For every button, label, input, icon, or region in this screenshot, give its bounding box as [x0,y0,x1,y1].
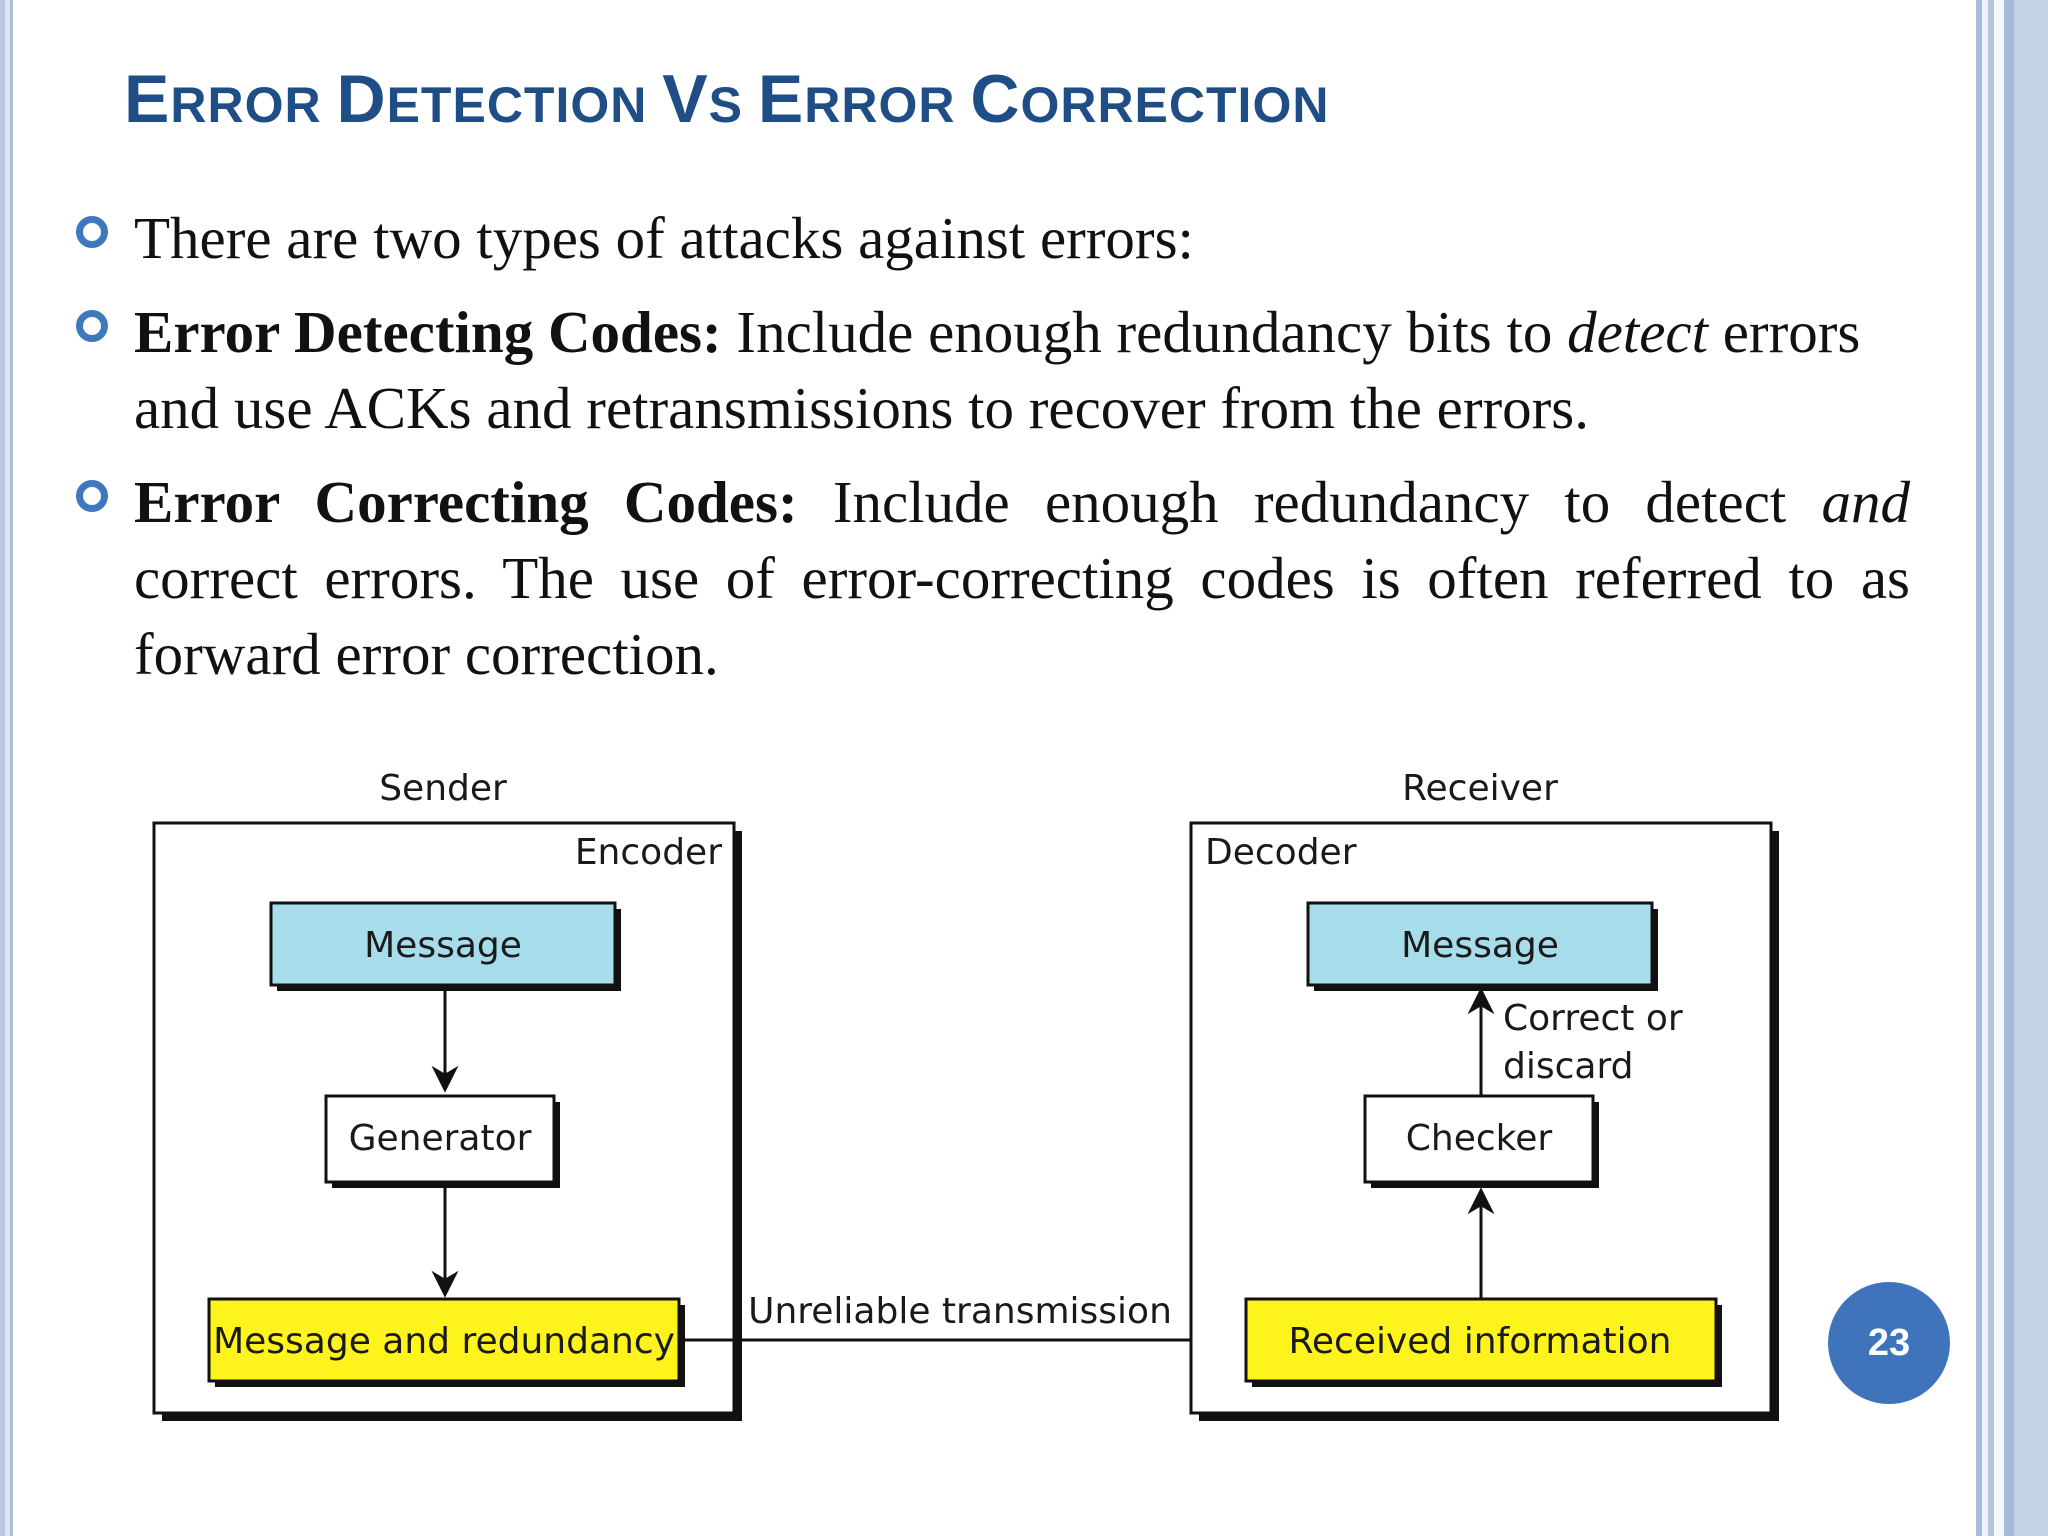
bullet-list: There are two types of attacks against e… [70,200,1910,710]
generator-label: Generator [349,1118,532,1159]
left-border [0,0,18,1536]
bullet-emphasis: detect [1567,299,1708,365]
checker-label: Checker [1406,1118,1553,1159]
bullet-lead: Error Detecting Codes: [134,299,722,365]
page-number-badge: 23 [1828,1282,1950,1404]
received-label: Received information [1288,1321,1671,1362]
decoder-label: Decoder [1205,832,1357,873]
right-border [1970,0,2048,1536]
generator-box [324,1094,556,1184]
slide-title: ERROR DETECTION VS ERROR CORRECTION [124,61,1330,137]
sender-message-box [269,901,617,987]
bullet-circle-icon [76,480,108,512]
bullet-lead: Error Correcting Codes: [134,469,798,535]
bullet-text: errors and use ACKs and retransmissions … [134,299,1861,441]
bullet-item: There are two types of attacks against e… [70,200,1910,276]
bullet-item: Error Detecting Codes: Include enough re… [70,294,1910,446]
checker-box [1363,1094,1595,1184]
bullet-circle-icon [76,310,108,342]
redundancy-label: Message and redundancy [213,1321,675,1362]
bullet-text: Include enough redundancy to detect [797,469,1822,535]
received-box [1244,1297,1718,1383]
correct-or-label: Correct or [1503,998,1683,1039]
receiver-message-box [1306,901,1654,987]
bullet-text: Include enough redundancy bits to [721,299,1568,365]
bullet-emphasis: and [1821,469,1911,535]
sender-label: Sender [379,768,507,809]
receiver-label: Receiver [1402,768,1558,809]
redundancy-box [207,1297,681,1383]
encoder-label: Encoder [575,832,722,873]
bullet-item: Error Correcting Codes: Include enough r… [70,464,1910,692]
bullet-text: correct errors. The use of error-correct… [134,545,1910,687]
transmission-label: Unreliable transmission [748,1291,1172,1332]
bullet-text: There are two types of attacks against e… [134,205,1194,271]
sender-message-label: Message [364,925,522,966]
bullet-circle-icon [76,216,108,248]
discard-label: discard [1503,1046,1633,1087]
receiver-message-label: Message [1401,925,1559,966]
